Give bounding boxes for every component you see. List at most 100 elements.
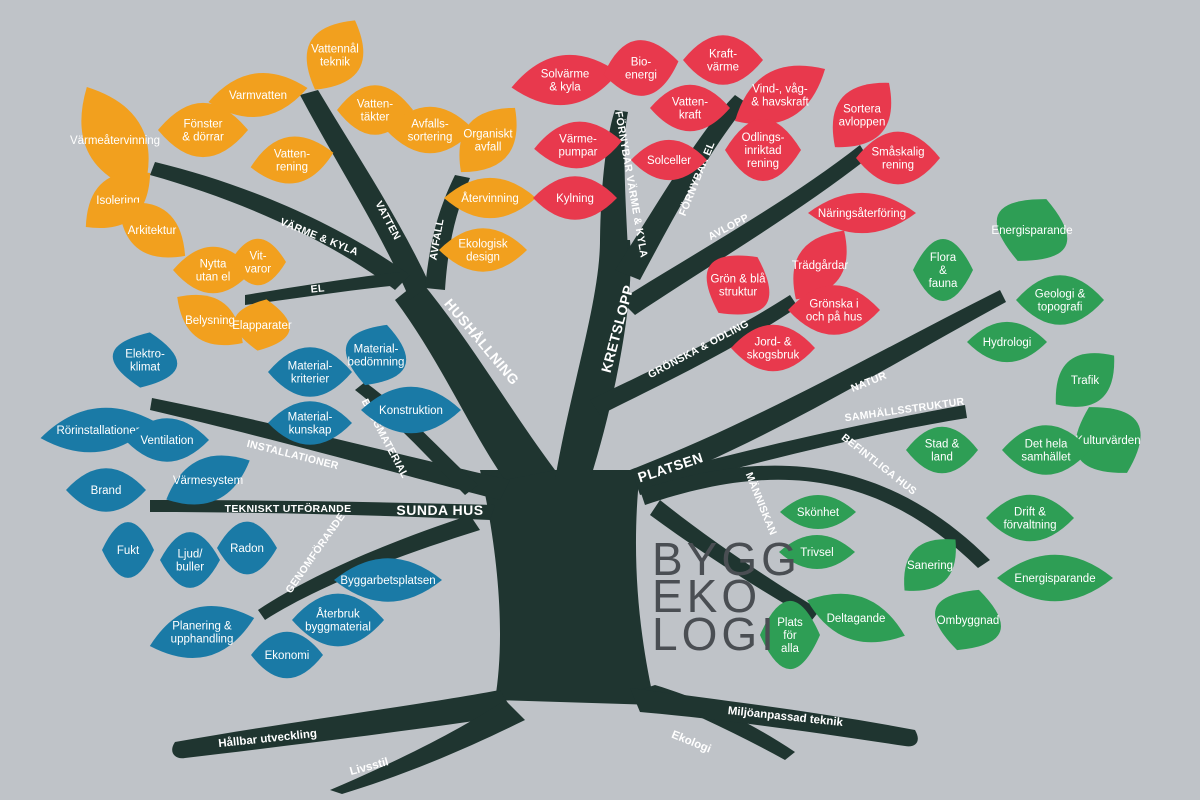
leaf-shape (780, 494, 856, 530)
leaf-label: Vatten-kraft (672, 97, 708, 122)
red-leaf: Vatten-kraft (650, 84, 730, 132)
leaf-label-line: Vattennål (311, 44, 359, 56)
leaf-label-line: design (466, 252, 500, 264)
leaf-shape (832, 82, 892, 148)
leaf-label: Geologi &topografi (1035, 289, 1086, 314)
leaf-label: Värmeåtervinning (70, 135, 160, 147)
leaf-label-line: Kylning (556, 193, 594, 205)
leaf-shape (706, 255, 770, 315)
leaf-shape (386, 106, 474, 154)
leaf-shape (533, 176, 617, 220)
orange-leaf: Vit-varor (230, 238, 286, 286)
green-leaf: Energisparande (997, 554, 1113, 602)
leaf-label-line: & kyla (549, 82, 581, 94)
leaf-label-line: Elapparater (232, 320, 292, 332)
leaf-label: Drift &förvaltning (1003, 507, 1056, 532)
leaf-label-line: Återbruk (316, 608, 360, 621)
leaf-shape (997, 554, 1113, 602)
leaf-shape (112, 332, 178, 388)
leaf-label: Avfalls-sortering (408, 119, 453, 144)
leaf-label: Elapparater (232, 320, 292, 332)
leaf-label: Fönster& dörrar (182, 119, 224, 144)
green-leaf: Ombyggnad (935, 589, 1001, 651)
leaf-label: Ljud/buller (176, 549, 204, 574)
leaf-label-line: Jord- & (754, 337, 791, 349)
leaf-label-line: Vatten- (274, 149, 310, 161)
leaf-label-line: Solvärme (541, 69, 590, 81)
leaf-label: Energisparande (991, 225, 1072, 237)
leaf-label-line: Ombyggnad (937, 615, 1000, 627)
leaf-label-line: upphandling (171, 634, 234, 646)
leaf-label-line: avfall (475, 142, 502, 154)
leaf-shape (459, 107, 517, 173)
green-leaf: Trivsel (779, 534, 855, 570)
leaf-shape (444, 177, 536, 219)
leaf-label: Rörinstallationer (56, 425, 139, 437)
leaf-label-line: bedömning (348, 357, 405, 369)
leaf-label-line: förvaltning (1003, 520, 1056, 532)
green-leaf: Trafik (1055, 353, 1115, 407)
title-line-1: BYGG (652, 533, 801, 585)
leaf-label-line: Elektro- (125, 349, 165, 361)
leaf-label-line: energi (625, 70, 657, 82)
blue-leaf: Ljud/buller (160, 532, 220, 588)
leaf-label: Solceller (647, 155, 691, 167)
leaf-label-line: avloppen (839, 117, 886, 129)
leaf-label: Kylning (556, 193, 594, 205)
leaf-shape (334, 558, 442, 602)
leaf-label: Värme-pumpar (559, 134, 598, 159)
green-leaf: Geologi &topografi (1016, 275, 1104, 325)
blue-leaf: Konstruktion (361, 386, 461, 434)
leaf-label: Elektro-klimat (125, 349, 165, 374)
leaf-label-line: Energisparande (1014, 573, 1095, 585)
label-el: EL (310, 282, 325, 295)
leaf-label: Ventilation (140, 435, 193, 447)
leaf-label: Trivsel (800, 547, 833, 559)
leaf-label-line: Brand (91, 485, 122, 497)
leaf-label-line: Värmesystem (173, 475, 243, 487)
leaf-shape (631, 139, 707, 181)
leaf-label-line: Material- (288, 361, 333, 373)
leaf-shape (125, 418, 209, 462)
leaf-label-line: för (783, 630, 797, 642)
leaf-label-line: Ventilation (140, 435, 193, 447)
leaf-label-line: Trafik (1071, 375, 1100, 387)
leaf-label: Material-kunskap (288, 412, 333, 437)
leaf-label-line: Drift & (1014, 507, 1046, 519)
label-sunda-hus: SUNDA HUS (396, 502, 483, 518)
leaf-shape (731, 324, 815, 372)
leaf-label: Värmesystem (173, 475, 243, 487)
leaf-label-line: värme (707, 62, 739, 74)
leaf-label-line: Hydrologi (983, 337, 1032, 349)
leaf-label-line: Återvinning (461, 192, 519, 205)
blue-leaf: Värmesystem (166, 455, 250, 505)
leaf-shape (361, 386, 461, 434)
leaves: VärmeåtervinningIsoleringArkitekturFönst… (40, 20, 1141, 679)
leaf-label-line: Varmvatten (229, 90, 287, 102)
leaf-label-line: pumpar (559, 147, 598, 159)
leaf-label-line: Arkitektur (128, 225, 177, 237)
green-leaf: Energisparande (991, 199, 1073, 261)
green-leaf: Drift &förvaltning (986, 494, 1074, 542)
leaf-label-line: Sortera (843, 104, 881, 116)
leaf-shape (251, 631, 323, 679)
leaf-shape (788, 285, 880, 335)
leaf-label: Vatten-täkter (357, 99, 393, 124)
label-tekniskt: TEKNISKT UTFÖRANDE (225, 502, 352, 515)
leaf-label-line: klimat (130, 362, 161, 374)
leaf-label-line: Geologi & (1035, 289, 1086, 301)
leaf-label: Material-kriterier (288, 361, 333, 386)
leaf-shape (760, 600, 820, 670)
leaf-label: Belysning (185, 315, 235, 327)
leaf-label-line: samhället (1021, 452, 1071, 464)
leaf-shape (807, 593, 905, 643)
leaf-label-line: Odlings- (742, 132, 785, 144)
leaf-shape (177, 294, 243, 346)
